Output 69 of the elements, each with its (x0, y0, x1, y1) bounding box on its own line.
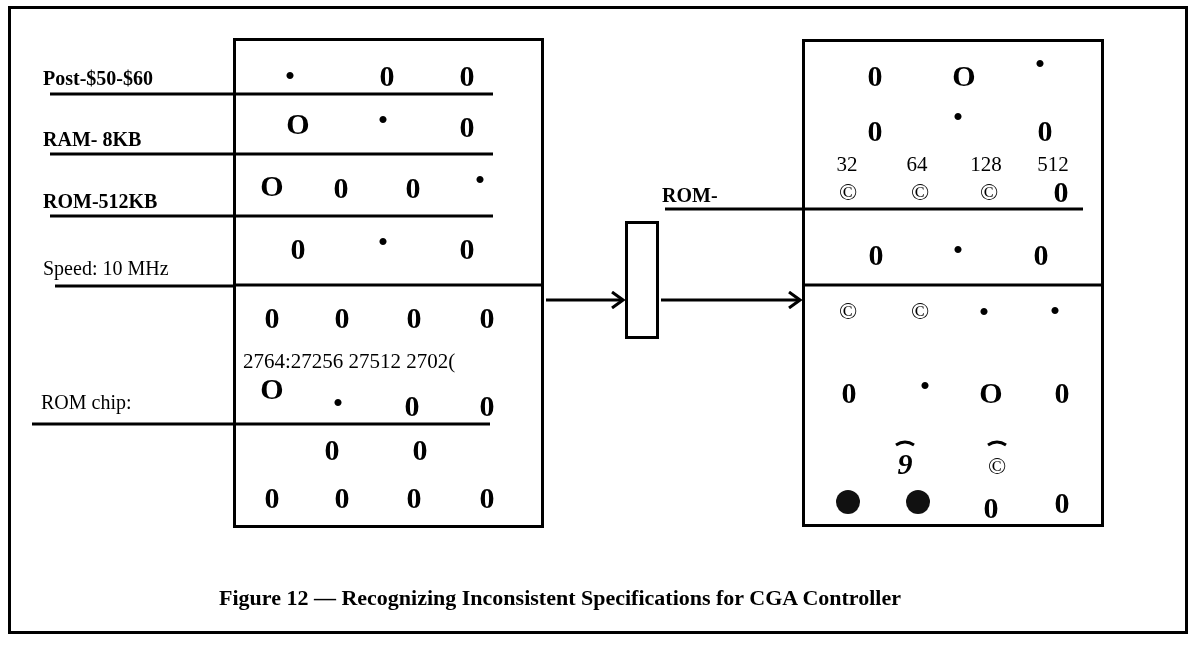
symbol-text: © (910, 299, 930, 323)
symbol-text: 0 (264, 303, 280, 333)
figure-caption: Figure 12 — Recognizing Inconsistent Specifications for CGA Controller (219, 587, 901, 609)
symbol-text: 0 (405, 173, 421, 203)
symbol-text: 0 (459, 112, 475, 142)
symbol-text: © (987, 454, 1007, 478)
size-text: 512 (1037, 153, 1069, 175)
symbol-text: • (1034, 49, 1046, 79)
symbol-text: 9 (897, 449, 913, 479)
symbol-text: 0 (334, 483, 350, 513)
row-label: ROM-512KB (43, 191, 158, 211)
symbol-text: O (952, 61, 976, 91)
size-text: 64 (906, 153, 928, 175)
symbol-text: 0 (290, 234, 306, 264)
grid-panel (802, 39, 1104, 527)
symbol-text: O (260, 171, 284, 201)
filter-bar (625, 221, 659, 339)
symbol-text: O (286, 109, 310, 139)
arrow (546, 290, 625, 310)
symbol-text: 0 (406, 303, 422, 333)
arrow (661, 290, 802, 310)
symbol-text: 0 (1033, 240, 1049, 270)
symbol-text: 0 (868, 240, 884, 270)
symbol-text: © (838, 299, 858, 323)
symbol-text: • (377, 227, 389, 257)
symbol-text: 0 (867, 61, 883, 91)
part-number-text: 2764:27256 27512 2702( (243, 350, 456, 372)
symbol-text: • (952, 235, 964, 265)
symbol-text: • (919, 371, 931, 401)
grid-panel (233, 38, 544, 528)
symbol-text: 0 (406, 483, 422, 513)
symbol-text: 0 (867, 116, 883, 146)
symbol-text: 0 (379, 61, 395, 91)
symbol-text: 0 (1053, 177, 1069, 207)
symbol-text: 0 (412, 435, 428, 465)
symbol-text: 0 (1054, 488, 1070, 518)
symbol-text: © (838, 180, 858, 204)
symbol-text: 0 (479, 391, 495, 421)
size-text: 32 (836, 153, 858, 175)
symbol-text: 0 (1054, 378, 1070, 408)
symbol-text: O (260, 374, 284, 404)
row-label: Post-$50-$60 (43, 68, 153, 88)
symbol-text: • (952, 102, 964, 132)
row-label: ROM- (662, 185, 718, 205)
symbol-text: • (332, 388, 344, 418)
size-text: 128 (970, 153, 1002, 175)
symbol-text: • (377, 105, 389, 135)
symbol-text: 0 (1037, 116, 1053, 146)
row-label: Speed: 10 MHz (43, 258, 169, 278)
symbol-text: 0 (479, 303, 495, 333)
symbol-text: • (978, 297, 990, 327)
symbol-text: • (1049, 296, 1061, 326)
symbol-text: • (474, 165, 486, 195)
row-label: ROM chip: (41, 392, 132, 412)
symbol-text: © (979, 180, 999, 204)
symbol-text: © (910, 180, 930, 204)
symbol-text: 0 (983, 493, 999, 523)
row-label: RAM- 8KB (43, 129, 142, 149)
symbol-text: 0 (479, 483, 495, 513)
symbol-text: 0 (841, 378, 857, 408)
symbol-text: 0 (459, 234, 475, 264)
symbol-text: O (979, 378, 1003, 408)
symbol-text: 0 (333, 173, 349, 203)
symbol-text: 0 (324, 435, 340, 465)
symbol-text: 0 (459, 61, 475, 91)
symbol-text: 0 (264, 483, 280, 513)
symbol-text: 0 (334, 303, 350, 333)
symbol-text: 0 (404, 391, 420, 421)
symbol-text: • (284, 61, 296, 91)
